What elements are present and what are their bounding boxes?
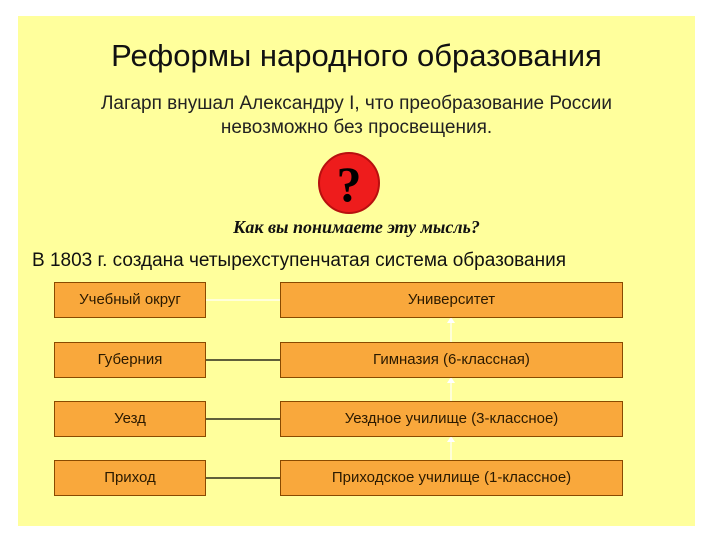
school-box-university: Университет bbox=[280, 282, 623, 318]
school-box-gymnasium: Гимназия (6-классная) bbox=[280, 342, 623, 378]
question-text: Как вы понимаете эту мысль? bbox=[233, 217, 480, 237]
unit-box-province: Губерния bbox=[54, 342, 206, 378]
system-caption: В 1803 г. создана четырехступенчатая сис… bbox=[32, 250, 567, 271]
school-box-county-school: Уездное училище (3-классное) bbox=[280, 401, 623, 437]
unit-box-county: Уезд bbox=[54, 401, 206, 437]
slide-title: Реформы народного образования bbox=[111, 38, 602, 73]
question-mark-icon: ? bbox=[318, 152, 380, 214]
unit-box-parish: Приход bbox=[54, 460, 206, 496]
school-box-parish-school: Приходское училище (1-классное) bbox=[280, 460, 623, 496]
slide: Реформы народного образования Лагарп вну… bbox=[18, 16, 695, 526]
intro-text: Лагарп внушал Александру I, что преобраз… bbox=[18, 92, 695, 140]
intro-line-2: невозможно без просвещения. bbox=[220, 117, 493, 138]
intro-line-1: Лагарп внушал Александру I, что преобраз… bbox=[100, 93, 613, 114]
unit-box-educational-district: Учебный округ bbox=[54, 282, 206, 318]
